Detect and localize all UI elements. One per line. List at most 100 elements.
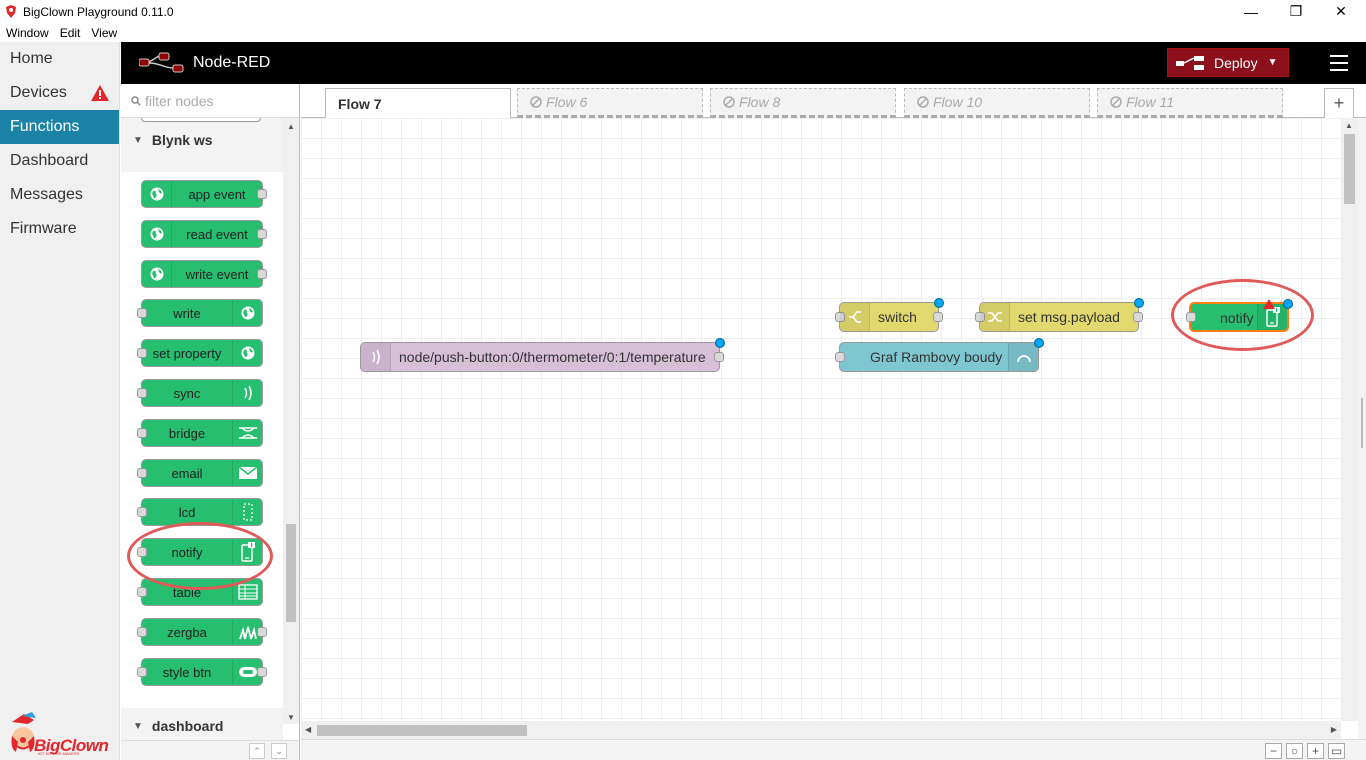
workspace-hscroll-thumb[interactable]	[317, 725, 527, 736]
workspace-vertical-scrollbar[interactable]: ▲	[1341, 118, 1358, 721]
workspace-vscroll-thumb[interactable]	[1344, 134, 1355, 204]
input-port	[137, 467, 147, 478]
flow-node-change[interactable]: set msg.payload	[975, 298, 1144, 332]
nav-item-messages[interactable]: Messages	[0, 178, 119, 212]
scroll-left-icon[interactable]: ◀	[305, 725, 312, 734]
palette-node-zergba[interactable]: zergba	[137, 617, 267, 646]
menu-edit[interactable]: Edit	[59, 25, 81, 40]
workspace-horizontal-scrollbar[interactable]: ◀ ▶	[301, 721, 1341, 739]
flow-node-switch[interactable]: switch	[835, 298, 944, 332]
palette-node-lcd[interactable]: lcd	[137, 498, 263, 527]
flow-node-temperature[interactable]: node/push-button:0/thermometer/0:1/tempe…	[360, 338, 725, 372]
input-port[interactable]	[975, 312, 985, 322]
nav-item-firmware[interactable]: Firmware	[0, 212, 119, 246]
palette-node-label: read event	[186, 226, 248, 242]
tab-flow-10[interactable]: Flow 10	[904, 88, 1090, 118]
scroll-up-icon[interactable]: ▲	[1345, 121, 1353, 130]
warning-triangle-icon	[1263, 296, 1275, 312]
deploy-button[interactable]: Deploy ▼	[1167, 48, 1289, 77]
tab-flow-11[interactable]: Flow 11	[1097, 88, 1283, 118]
nav-item-devices[interactable]: Devices	[0, 76, 119, 110]
tab-flow-6[interactable]: Flow 6	[517, 88, 703, 118]
category-header-blynk[interactable]: ▼ Blynk ws	[121, 122, 283, 158]
rgb-icon	[232, 618, 262, 645]
menu-view[interactable]: View	[91, 25, 118, 40]
changed-indicator-icon	[1134, 298, 1144, 308]
flow-node-label: node/push-button:0/thermometer/0:1/tempe…	[399, 349, 706, 365]
button-icon	[232, 658, 262, 685]
search-icon	[131, 95, 141, 106]
palette-node-label: lcd	[178, 505, 196, 521]
palette-scrollbar-thumb[interactable]	[286, 524, 296, 622]
phone-notify-icon	[232, 539, 262, 566]
globe-icon	[142, 220, 172, 247]
changed-indicator-icon	[1283, 299, 1293, 309]
palette-scrollbar[interactable]: ▲ ▼	[283, 118, 299, 724]
scroll-right-icon[interactable]: ▶	[1330, 725, 1337, 734]
add-flow-button[interactable]: +	[1324, 88, 1354, 118]
minimize-button[interactable]: —	[1244, 3, 1258, 20]
input-port[interactable]	[835, 352, 845, 362]
palette-node-table[interactable]: table	[137, 578, 263, 606]
filter-placeholder: filter nodes	[145, 92, 214, 109]
nav-item-functions[interactable]: Functions	[0, 110, 119, 144]
bridge-icon	[232, 419, 262, 446]
hamburger-menu-icon[interactable]	[1330, 55, 1348, 71]
zoom-out-button[interactable]: −	[1265, 743, 1282, 759]
flow-node-gauge[interactable]: Graf Rambovy boudy	[835, 338, 1044, 372]
restore-button[interactable]: ❐	[1289, 3, 1303, 19]
tab-flow-7[interactable]: Flow 7	[325, 88, 511, 119]
filter-nodes-input[interactable]: filter nodes	[121, 84, 299, 118]
zoom-reset-button[interactable]: ○	[1286, 743, 1303, 759]
close-button[interactable]: ✕	[1335, 3, 1347, 19]
scroll-up-icon[interactable]: ▲	[287, 122, 295, 131]
nodered-logo: Node-RED	[139, 52, 270, 74]
nav-item-home[interactable]: Home	[0, 42, 119, 76]
bigclown-app-icon	[4, 4, 18, 19]
scroll-down-icon[interactable]: ▼	[287, 713, 295, 722]
output-port[interactable]	[1133, 312, 1143, 322]
palette-node-set-property[interactable]: set property	[137, 339, 263, 368]
input-port[interactable]	[1186, 312, 1196, 322]
menubar: Window Edit View	[0, 23, 1366, 42]
changed-indicator-icon	[1034, 338, 1044, 348]
output-port[interactable]	[714, 352, 724, 362]
palette-node-email[interactable]: email	[137, 458, 263, 487]
input-port	[137, 507, 147, 518]
flow-node-notify[interactable]: notify	[1186, 299, 1293, 332]
lcd-icon	[232, 499, 262, 526]
sidebar-splitter[interactable]	[1358, 118, 1366, 739]
envelope-icon	[232, 459, 262, 486]
tab-flow-8[interactable]: Flow 8	[710, 88, 896, 118]
navigator-button[interactable]: ▭	[1328, 743, 1345, 759]
menu-window[interactable]: Window	[6, 25, 49, 40]
input-port[interactable]	[835, 312, 845, 322]
palette-node-write-event[interactable]: write event	[141, 259, 267, 288]
workspace-footer: − ○ + ▭	[301, 739, 1366, 760]
category-label: dashboard	[151, 718, 224, 734]
palette-node-notify[interactable]: notify	[137, 538, 263, 567]
palette-node-sync[interactable]: sync	[137, 379, 263, 407]
zoom-in-button[interactable]: +	[1307, 743, 1324, 759]
node-palette: filter nodes ▼ Blynk ws app event read ev…	[121, 84, 300, 760]
input-port	[137, 388, 147, 398]
splitter-grip[interactable]	[1361, 398, 1363, 448]
output-port[interactable]	[933, 312, 943, 322]
palette-node-write[interactable]: write	[137, 299, 263, 328]
collapse-all-button[interactable]: ⌃	[249, 743, 265, 759]
flow-canvas[interactable]: node/push-button:0/thermometer/0:1/tempe…	[301, 118, 1341, 721]
nav-item-label: Messages	[10, 186, 83, 203]
palette-node-style-btn[interactable]: style btn	[137, 657, 267, 686]
nav-item-dashboard[interactable]: Dashboard	[0, 144, 119, 178]
palette-node-label: write	[173, 306, 201, 322]
output-port	[257, 268, 267, 279]
palette-node-read-event[interactable]: read event	[141, 219, 267, 248]
window-titlebar: BigClown Playground 0.11.0	[0, 0, 1366, 23]
nav-item-label: Dashboard	[10, 152, 89, 169]
caret-down-icon[interactable]: ▼	[1267, 57, 1278, 68]
palette-node-app-event[interactable]: app event	[141, 180, 267, 208]
expand-all-button[interactable]: ⌄	[271, 743, 287, 759]
nav-item-label: Firmware	[10, 220, 77, 237]
category-header-dashboard[interactable]: ▼ dashboard	[121, 708, 283, 744]
palette-node-bridge[interactable]: bridge	[137, 418, 263, 447]
